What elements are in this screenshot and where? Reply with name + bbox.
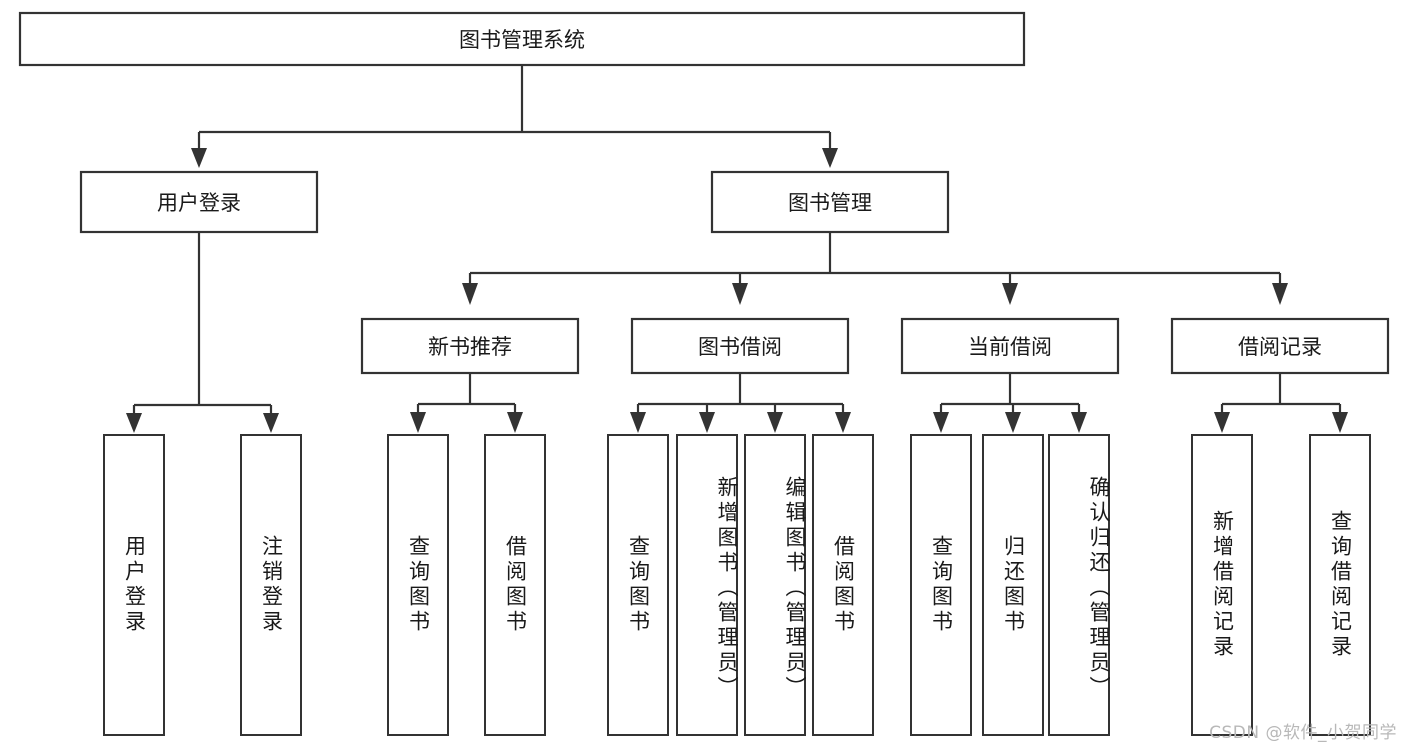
- arrow-root-to-user-login-icon: [191, 148, 207, 168]
- node-borrow-records-box[interactable]: [1170, 317, 1390, 375]
- arrow-current-borrow-leaf2-icon: [1005, 412, 1021, 433]
- arrow-book-borrow-leaf4-icon: [835, 412, 851, 433]
- arrow-book-mgmt-borrow-icon: [732, 283, 748, 305]
- leaf-box-query-books-3[interactable]: [910, 434, 972, 736]
- leaf-box-add-book-admin[interactable]: [676, 434, 738, 736]
- arrow-current-borrow-leaf3-icon: [1071, 412, 1087, 433]
- arrow-user-login-leaf2-icon: [263, 413, 279, 433]
- arrow-user-login-leaf1-icon: [126, 413, 142, 433]
- leaf-box-confirm-return-admin[interactable]: [1048, 434, 1110, 736]
- node-new-books-box[interactable]: [360, 317, 580, 375]
- arrow-current-borrow-leaf1-icon: [933, 412, 949, 433]
- arrow-book-borrow-leaf2-icon: [699, 412, 715, 433]
- arrow-root-to-book-mgmt-icon: [822, 148, 838, 168]
- leaf-box-user-login[interactable]: [103, 434, 165, 736]
- node-book-mgmt-box[interactable]: [710, 170, 950, 234]
- leaf-box-borrow-books-1[interactable]: [484, 434, 546, 736]
- arrow-book-borrow-leaf3-icon: [767, 412, 783, 433]
- arrow-borrow-records-leaf2-icon: [1332, 412, 1348, 433]
- arrow-book-mgmt-records-icon: [1272, 283, 1288, 305]
- leaf-box-query-books-2[interactable]: [607, 434, 669, 736]
- node-user-login-box[interactable]: [79, 170, 319, 234]
- arrow-book-mgmt-current-icon: [1002, 283, 1018, 305]
- leaf-box-add-borrow-record[interactable]: [1191, 434, 1253, 736]
- arrow-new-books-leaf2-icon: [507, 412, 523, 433]
- leaf-box-query-borrow-record[interactable]: [1309, 434, 1371, 736]
- leaf-box-borrow-books-2[interactable]: [812, 434, 874, 736]
- arrow-book-mgmt-new-books-icon: [462, 283, 478, 305]
- node-root-box[interactable]: [18, 11, 1026, 67]
- leaf-box-logout[interactable]: [240, 434, 302, 736]
- watermark-text: CSDN @软件_小贺同学: [1209, 723, 1397, 743]
- leaf-box-query-books-1[interactable]: [387, 434, 449, 736]
- arrow-borrow-records-leaf1-icon: [1214, 412, 1230, 433]
- leaf-box-return-books[interactable]: [982, 434, 1044, 736]
- arrow-book-borrow-leaf1-icon: [630, 412, 646, 433]
- node-current-borrow-box[interactable]: [900, 317, 1120, 375]
- leaf-box-edit-book-admin[interactable]: [744, 434, 806, 736]
- arrow-new-books-leaf1-icon: [410, 412, 426, 433]
- node-book-borrow-box[interactable]: [630, 317, 850, 375]
